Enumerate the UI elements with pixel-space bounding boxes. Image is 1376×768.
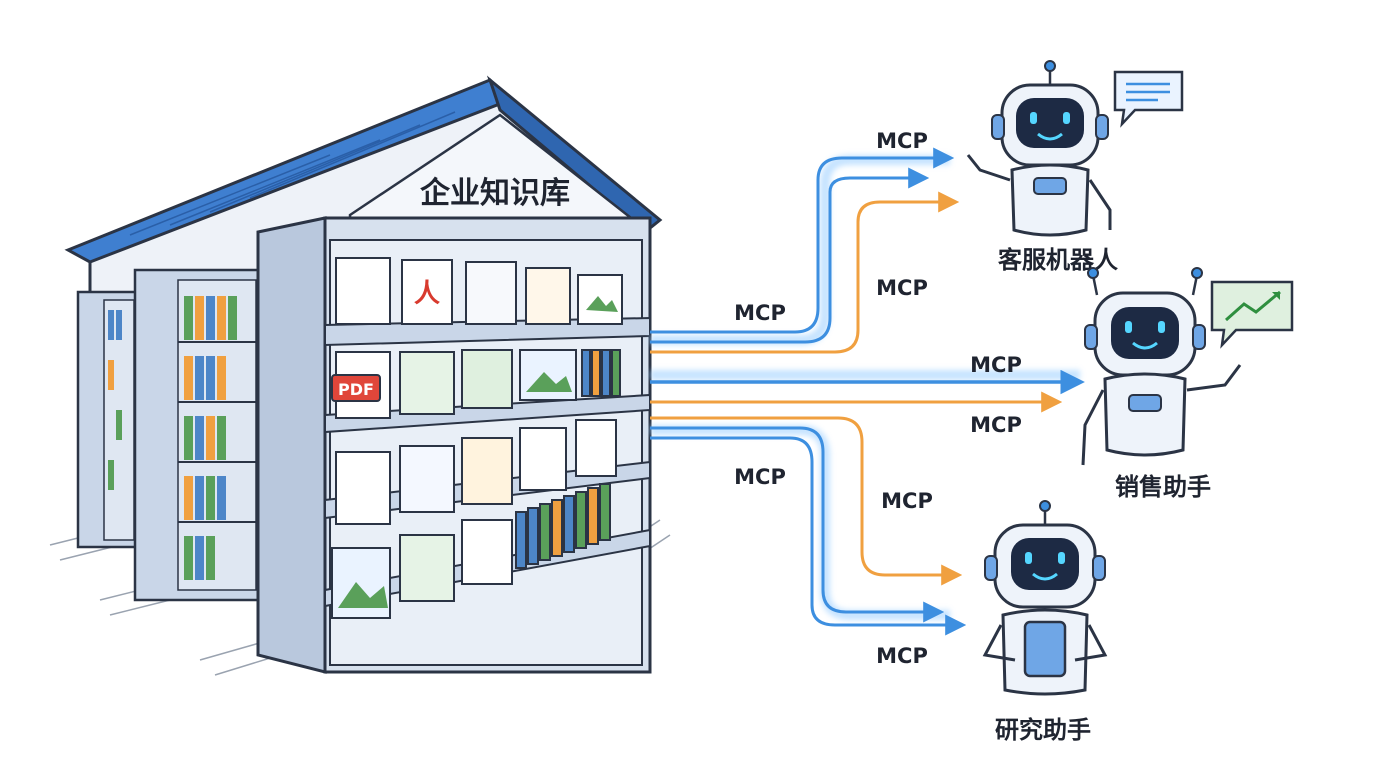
mcp-label: MCP bbox=[970, 413, 1022, 437]
mcp-label: MCP bbox=[876, 129, 928, 153]
main-bookshelf: 人 PDF bbox=[256, 216, 652, 674]
robot-research bbox=[982, 500, 1108, 696]
mcp-label: MCP bbox=[734, 465, 786, 489]
document-row: 人 bbox=[335, 257, 623, 325]
flow-to-research bbox=[650, 426, 967, 636]
robot-customer-service bbox=[966, 60, 1112, 237]
trend-chart-icon bbox=[1210, 280, 1294, 349]
svg-text:人: 人 bbox=[414, 279, 440, 309]
mcp-label: MCP bbox=[970, 353, 1022, 377]
mcp-labels: MCP MCP MCP MCP MCP MCP MCP MCP bbox=[734, 129, 1022, 668]
flow-to-customer-service bbox=[650, 147, 955, 344]
mcp-label: MCP bbox=[881, 489, 933, 513]
mcp-label: MCP bbox=[734, 301, 786, 325]
back-shelf-left bbox=[76, 290, 140, 549]
mcp-connections bbox=[650, 147, 1085, 636]
agent-label-sales: 销售助手 bbox=[1115, 473, 1211, 501]
back-shelf-middle bbox=[133, 268, 262, 602]
building-title: 企业知识库 bbox=[420, 176, 570, 211]
mcp-label: MCP bbox=[876, 644, 928, 668]
robot-sales bbox=[1081, 267, 1242, 466]
agent-label-research: 研究助手 bbox=[995, 716, 1091, 744]
tablet-icon bbox=[1023, 620, 1067, 678]
chat-bubble-icon bbox=[1113, 70, 1184, 128]
agent-label-customer-service: 客服机器人 bbox=[998, 246, 1118, 274]
knowledge-base-building: 企业知识库 bbox=[49, 75, 671, 676]
flow-orange-to-research bbox=[650, 416, 963, 586]
pdf-badge: PDF bbox=[338, 380, 374, 399]
flow-orange-to-customer-service bbox=[650, 191, 960, 354]
mcp-label: MCP bbox=[876, 276, 928, 300]
